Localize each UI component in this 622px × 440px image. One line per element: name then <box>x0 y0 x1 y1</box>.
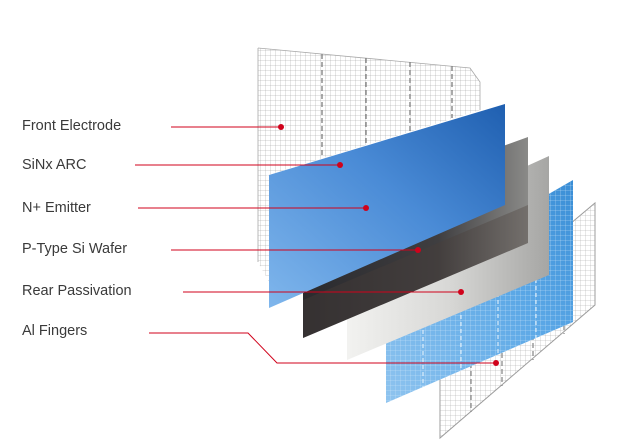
label-front-electrode: Front Electrode <box>22 118 122 134</box>
label-p-type-wafer: P-Type Si Wafer <box>22 241 128 257</box>
leader-lines <box>135 126 496 364</box>
front-electrode-layer <box>257 47 481 282</box>
leader-dot-al-fingers <box>493 360 499 366</box>
leader-dot-p-type-wafer <box>415 247 421 253</box>
label-rear-passivation: Rear Passivation <box>22 283 132 299</box>
leader-line-al-fingers <box>149 332 496 364</box>
leader-dots <box>278 124 499 366</box>
leader-dot-sinx-arc <box>337 162 343 168</box>
sinx-arc-layer <box>269 104 505 308</box>
label-n-emitter: N+ Emitter <box>22 200 91 216</box>
leader-dot-n-emitter <box>363 205 369 211</box>
leader-dot-rear-passivation <box>458 289 464 295</box>
label-sinx-arc: SiNx ARC <box>22 157 87 173</box>
leader-dot-front-electrode <box>278 124 284 130</box>
label-al-fingers: Al Fingers <box>22 323 88 339</box>
